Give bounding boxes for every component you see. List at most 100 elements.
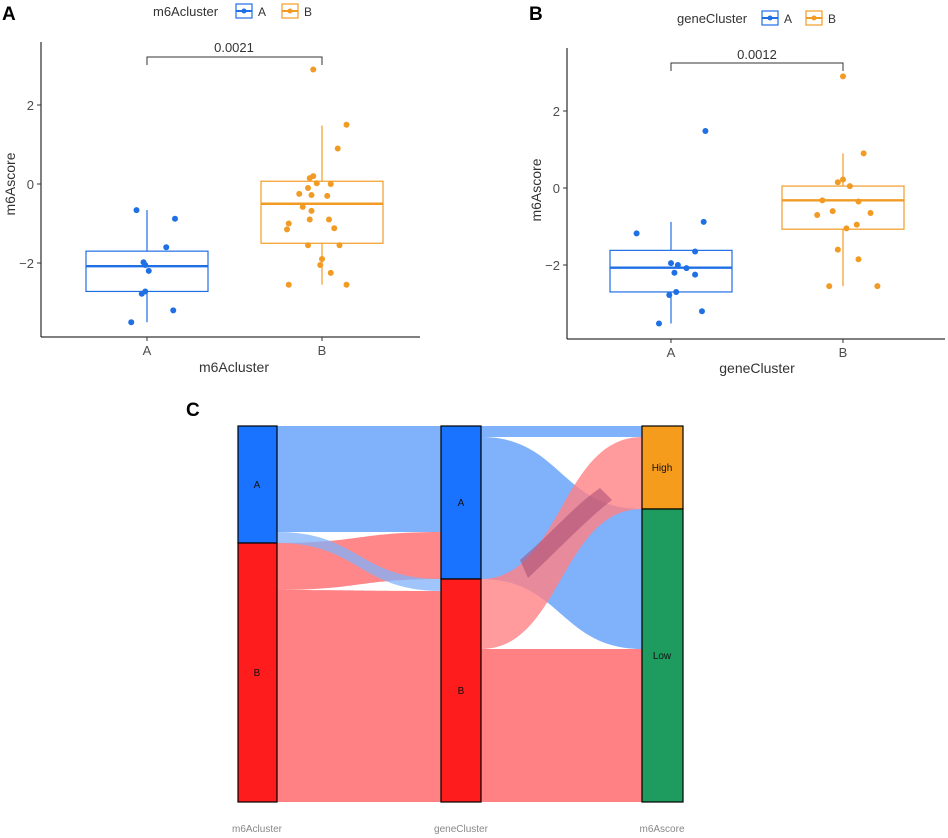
panel-letter-b: B (529, 4, 543, 25)
data-point-a-b-16 (331, 225, 338, 232)
data-point-b-a-5 (674, 262, 681, 268)
panel-c: C A B A B High Low m6A (186, 400, 685, 835)
node-m6ascore-high (641, 425, 684, 510)
data-point-a-b-20 (319, 256, 325, 263)
data-point-b-a-3 (692, 248, 699, 255)
data-point-b-b-11 (843, 225, 850, 232)
data-point-a-b-13 (306, 216, 313, 223)
data-point-a-b-8 (296, 190, 303, 197)
sankey-axis-name-m6acluster: m6Acluster (232, 824, 283, 835)
data-point-b-b-7 (829, 208, 836, 215)
node-label-m6acluster-b: B (254, 668, 261, 679)
x-tick-label-a-group-b: B (318, 343, 327, 358)
y-tick-label-b-2: 2 (553, 104, 560, 119)
data-point-a-b-19 (336, 242, 343, 249)
data-point-a-b-11 (299, 203, 306, 210)
flow-m6a-a-to-gene-b (277, 532, 441, 591)
node-m6acluster-a (237, 425, 278, 544)
significance-bracket-b (670, 62, 844, 71)
y-tick-label-a-m2: −2 (19, 256, 34, 271)
x-axis-title-b: geneCluster (719, 360, 795, 376)
data-point-b-b-8 (867, 210, 874, 217)
legend-label-a-group-b: B (304, 5, 312, 19)
legend-title-b: geneCluster (677, 11, 748, 26)
data-point-b-b-10 (853, 221, 860, 228)
sankey-axis-name-genecluster: geneCluster (434, 824, 489, 835)
p-value-a: 0.0021 (214, 40, 254, 55)
data-point-a-a-1 (172, 215, 178, 222)
data-point-b-b-5 (819, 197, 826, 204)
data-point-b-b-1 (860, 150, 867, 157)
legend-label-b-group-a: A (784, 12, 792, 26)
sankey-axis-name-m6ascore: m6Ascore (639, 824, 684, 835)
nodes (237, 425, 684, 803)
data-point-b-a-11 (698, 308, 705, 315)
data-point-a-b-21 (317, 261, 324, 268)
data-point-b-a-10 (666, 292, 673, 299)
flow-overlap-shade (520, 488, 612, 578)
panel-a: A m6Acluster A B −2 0 2 (2, 3, 420, 375)
data-point-b-b-9 (814, 211, 821, 218)
data-point-b-b-0 (840, 73, 846, 80)
data-point-b-b-13 (855, 256, 862, 263)
data-point-b-a-1 (700, 218, 707, 225)
y-axis-title-b: m6Ascore (528, 158, 544, 221)
data-point-a-b-2 (334, 145, 341, 152)
data-point-a-b-23 (285, 281, 292, 288)
box-a-b (260, 180, 384, 244)
significance-bracket-a (146, 56, 323, 65)
x-tick-label-b-group-a: A (667, 345, 676, 360)
data-point-b-a-12 (655, 320, 662, 327)
data-point-b-b-3 (834, 179, 841, 186)
data-point-a-b-6 (327, 181, 334, 187)
data-point-a-a-0 (133, 207, 140, 214)
data-point-b-a-9 (673, 288, 680, 295)
flow-m6a-b-to-gene-b (277, 590, 441, 802)
data-point-a-b-5 (313, 180, 320, 187)
legend-b: geneCluster A B (677, 10, 836, 26)
data-point-a-b-9 (308, 192, 315, 199)
data-point-a-b-22 (327, 269, 334, 276)
y-tick-label-a-2: 2 (27, 98, 34, 113)
y-tick-label-b-0: 0 (553, 181, 560, 196)
legend-label-b-group-b: B (828, 12, 836, 26)
data-point-a-b-17 (284, 226, 290, 233)
data-point-a-b-0 (310, 66, 317, 73)
data-point-b-b-4 (846, 183, 853, 190)
data-point-a-b-7 (305, 184, 311, 191)
data-point-b-a-6 (683, 265, 690, 272)
node-label-m6acluster-a: A (254, 480, 261, 491)
x-tick-label-a-group-a: A (143, 343, 152, 358)
data-point-a-b-10 (324, 192, 331, 199)
data-point-a-b-18 (305, 242, 311, 249)
node-m6acluster-b (237, 542, 278, 803)
node-label-m6ascore-low: Low (653, 651, 672, 662)
data-point-a-b-12 (308, 207, 315, 214)
data-point-b-b-14 (826, 283, 833, 290)
box-b-a (609, 249, 733, 293)
node-genecluster-b (440, 578, 482, 803)
data-point-a-a-7 (138, 290, 145, 297)
data-point-a-a-8 (170, 307, 177, 314)
data-point-b-b-12 (834, 246, 841, 253)
data-point-a-a-4 (142, 261, 149, 268)
data-point-a-b-1 (343, 121, 350, 128)
data-point-b-b-2 (840, 176, 846, 183)
y-axis-title-a: m6Ascore (2, 152, 18, 215)
panel-letter-c: C (186, 400, 200, 421)
x-axis-title-a: m6Acluster (199, 359, 269, 375)
y-tick-label-b-m2: −2 (545, 258, 560, 273)
data-point-a-a-9 (128, 319, 135, 326)
flow-m6a-a-to-gene-a (277, 426, 441, 532)
legend-key-a-group-a (235, 3, 253, 19)
legend-key-b-group-b (805, 10, 823, 26)
data-point-a-a-2 (163, 244, 170, 251)
plot-area-a (85, 66, 384, 326)
box-b-b (781, 185, 905, 230)
y-tick-label-a-0: 0 (27, 177, 34, 192)
node-label-genecluster-a: A (458, 498, 465, 509)
flow-gene-b-to-low (481, 649, 642, 802)
plot-area-b (609, 73, 905, 327)
p-value-b: 0.0012 (737, 47, 777, 62)
data-point-b-a-4 (668, 260, 674, 267)
